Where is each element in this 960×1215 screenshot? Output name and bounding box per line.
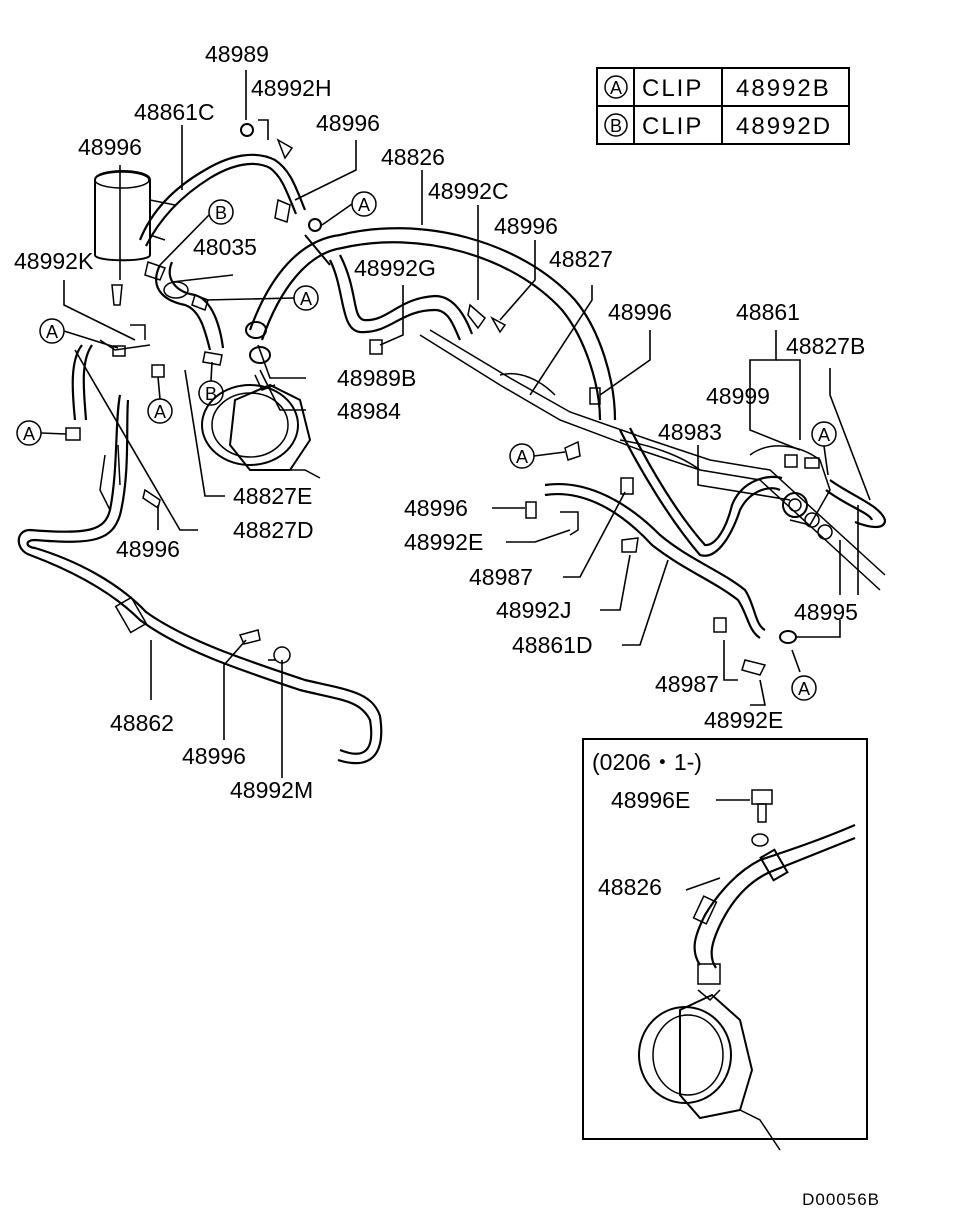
callout-48861d: 48861D <box>512 632 593 658</box>
inset-date-range: (0206・1-) <box>592 749 702 775</box>
legend-row-b: B CLIP 48992D <box>604 113 832 140</box>
legend-name-a: CLIP <box>642 75 703 102</box>
callout-48861: 48861 <box>736 299 800 325</box>
hose-48827b <box>825 479 887 529</box>
svg-text:A: A <box>798 679 810 699</box>
legend-symbol-b: B <box>610 116 622 136</box>
clip-marker-a-2: A <box>204 285 319 311</box>
callout-48827: 48827 <box>549 246 613 272</box>
svg-text:A: A <box>154 402 166 422</box>
svg-text:A: A <box>358 195 370 215</box>
svg-text:A: A <box>46 322 58 342</box>
svg-text:A: A <box>300 289 312 309</box>
callout-48987-lower: 48987 <box>655 671 719 697</box>
clip-marker-a-4: A <box>147 376 173 424</box>
svg-text:A: A <box>23 424 35 444</box>
clip-marker-a-8: A <box>791 675 817 701</box>
legend-part-b: 48992D <box>736 113 832 140</box>
callout-48862: 48862 <box>110 710 174 736</box>
inset-detail: (0206・1-) 48996E 48826 <box>582 738 868 1151</box>
inset-bolt <box>716 789 773 823</box>
clip-marker-b-1: B <box>159 199 234 266</box>
clip-marker-a-3: A <box>39 318 119 349</box>
reservoir-tank <box>94 170 176 262</box>
callout-48987-center: 48987 <box>469 564 533 590</box>
callout-48996-top: 48996 <box>316 110 380 136</box>
inset-pump <box>638 989 781 1151</box>
inset-callout-48996e: 48996E <box>611 787 690 813</box>
clip-marker-b-2: B <box>198 361 224 406</box>
frame-crossmember <box>419 329 886 591</box>
inset-hose <box>685 823 856 985</box>
legend-name-b: CLIP <box>642 113 703 140</box>
callout-48996-left: 48996 <box>78 134 142 160</box>
callout-48984: 48984 <box>337 398 401 424</box>
leader-lines <box>63 70 871 778</box>
callout-48992m: 48992M <box>230 777 313 803</box>
inset-callout-48826: 48826 <box>598 874 662 900</box>
callout-48989b: 48989B <box>337 365 416 391</box>
callout-48996-lower: 48996 <box>116 536 180 562</box>
callout-48995: 48995 <box>794 599 858 625</box>
part-callouts: 48989 48992H 48861C 48996 48996 48826 48… <box>14 41 865 803</box>
callout-48992j: 48992J <box>496 597 571 623</box>
clip-marker-a-7: A <box>509 443 566 469</box>
callout-48996-bottom: 48996 <box>182 743 246 769</box>
legend-part-a: 48992B <box>736 75 831 102</box>
callout-48983: 48983 <box>658 419 722 445</box>
callout-48992g: 48992G <box>354 255 436 281</box>
callout-48992h: 48992H <box>251 75 332 101</box>
callout-48992e-lower: 48992E <box>704 707 783 733</box>
legend-table: A CLIP 48992B B CLIP 48992D <box>596 67 850 145</box>
callout-48989: 48989 <box>205 41 269 67</box>
callout-48996-mid: 48996 <box>494 213 558 239</box>
legend-symbol-a: A <box>610 78 622 98</box>
callout-48999: 48999 <box>706 383 770 409</box>
callout-48827d: 48827D <box>233 517 314 543</box>
svg-text:B: B <box>205 384 217 404</box>
pipe-48861d <box>544 483 766 639</box>
return-hose-48861c <box>138 153 307 247</box>
callout-48996-center: 48996 <box>404 495 468 521</box>
callout-48992k: 48992K <box>14 248 94 274</box>
small-hardware <box>65 123 820 676</box>
callout-48996-right: 48996 <box>608 299 672 325</box>
clip-marker-a-5: A <box>16 420 67 446</box>
pump-assembly <box>201 374 321 479</box>
svg-text:B: B <box>215 203 227 223</box>
suction-hose-48035 <box>155 261 225 351</box>
callout-48827e: 48827E <box>233 483 312 509</box>
clip-marker-a-6: A <box>811 421 837 476</box>
callout-48992e-center: 48992E <box>404 529 483 555</box>
diagram-code: D00056B <box>802 1190 880 1209</box>
svg-text:A: A <box>818 425 830 445</box>
callout-48826: 48826 <box>381 144 445 170</box>
hose-48992g <box>329 254 474 341</box>
callout-48861c: 48861C <box>134 99 215 125</box>
callout-48827b: 48827B <box>786 333 865 359</box>
pressure-hose-48826 <box>248 227 617 421</box>
clip-markers: A B A A B A A <box>16 191 837 701</box>
cooler-pipe-48862 <box>17 394 383 765</box>
legend-row-a: A CLIP 48992B <box>604 75 831 102</box>
callout-48035: 48035 <box>193 234 257 260</box>
svg-text:A: A <box>516 447 528 467</box>
clip-marker-a-1: A <box>321 191 377 226</box>
callout-48992c: 48992C <box>428 178 509 204</box>
